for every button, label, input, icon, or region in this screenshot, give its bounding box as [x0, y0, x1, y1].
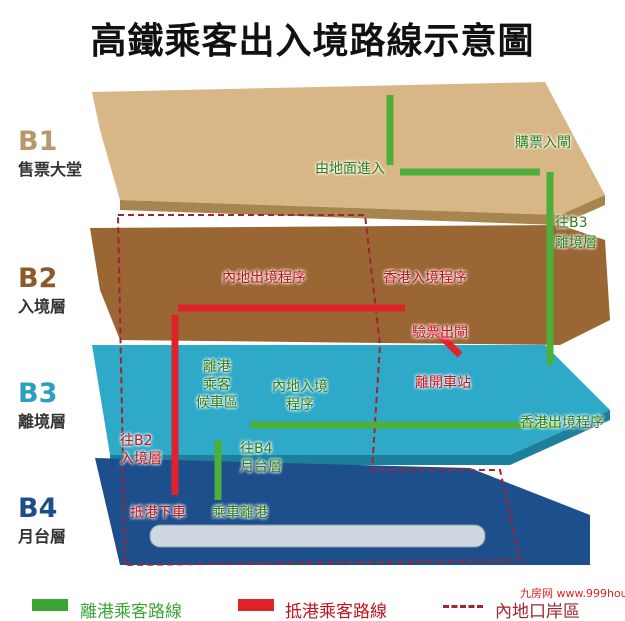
label-to-b3: 往B3 離境層 [555, 215, 597, 251]
legend-departure: 離港乘客路線 [80, 602, 182, 621]
legend-arrival-arrow [238, 599, 274, 611]
label-mainland-entry: 內地入境 程序 [272, 379, 328, 413]
legend-arrival: 抵港乘客路線 [285, 602, 387, 621]
watermark: 九房网 www.999house.com [520, 585, 625, 601]
label-board: 乘車離港 [212, 505, 268, 521]
mainland-zone-boundary [117, 214, 522, 567]
floor-b2 [90, 225, 610, 345]
label-mainland-exit: 內地出境程序 [222, 270, 306, 286]
label-ticket-gate: 購票入閘 [515, 135, 571, 151]
floor-b1-edge [120, 195, 605, 225]
departure-route [214, 95, 560, 500]
label-enter-ground: 由地面進入 [315, 161, 385, 177]
label-ticket-check: 驗票出閘 [412, 325, 468, 341]
label-departure-waiting: 離港 乘客 候車區 [196, 359, 238, 411]
floor-b3-edge [110, 410, 610, 465]
label-hk-exit: 香港出境程序 [520, 415, 604, 431]
legend-mainland-zone: 內地口岸區 [495, 602, 580, 621]
legend-zone-line [443, 605, 483, 608]
floor-b1 [92, 82, 605, 215]
floor-b3 [92, 345, 610, 455]
train [149, 524, 486, 548]
label-to-b2: 往B2 入境層 [120, 433, 162, 467]
label-arrive: 抵港下車 [130, 505, 186, 521]
arrival-route [171, 304, 463, 495]
label-leave-station: 離開車站 [415, 375, 471, 391]
label-hk-entry: 香港入境程序 [383, 270, 467, 286]
label-to-b4: 往B4 月台層 [240, 441, 282, 475]
legend-departure-arrow [32, 599, 68, 611]
page-title: 高鐵乘客出入境路線示意圖 [90, 20, 535, 62]
